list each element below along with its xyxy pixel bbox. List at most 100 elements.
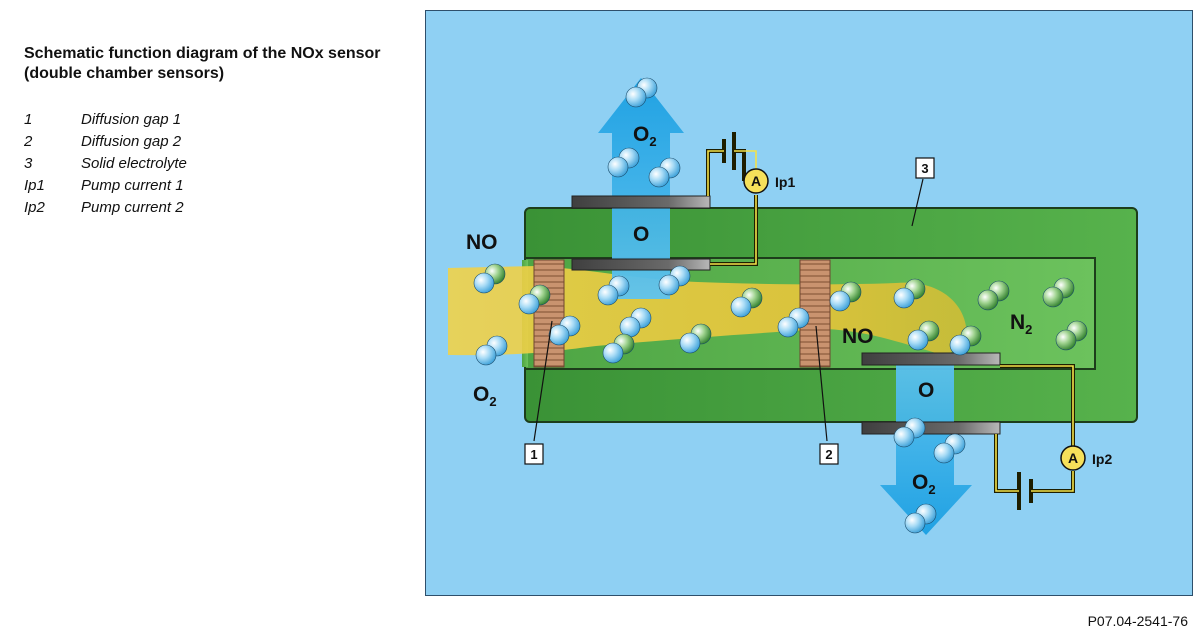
outer-pump-electrode-1 xyxy=(571,195,711,209)
legend-text: Pump current 1 xyxy=(81,177,184,194)
callout-1: 1 xyxy=(530,447,537,462)
o2-top-label: O2 xyxy=(633,123,657,149)
atom xyxy=(904,512,926,534)
callout-1-leader xyxy=(533,320,553,442)
oxygen-molecule xyxy=(893,417,926,448)
pump-circuit-1-yellow xyxy=(707,150,757,265)
legend-item: 1 Diffusion gap 1 xyxy=(24,111,187,133)
atom xyxy=(829,290,851,312)
atom xyxy=(648,166,670,188)
legend-key: 2 xyxy=(24,133,33,150)
atom xyxy=(475,344,497,366)
atom xyxy=(548,324,570,346)
nitrogen-molecule xyxy=(1042,277,1075,308)
callout-3: 3 xyxy=(921,161,928,176)
callout-3-leader xyxy=(911,178,924,227)
oxygen-molecule xyxy=(777,307,810,338)
nitric-oxide-molecule xyxy=(473,263,506,294)
ammeter-ip2-symbol: A xyxy=(1068,450,1078,466)
atom xyxy=(777,316,799,338)
pump-circuit-2-yellow xyxy=(995,365,1074,492)
atom xyxy=(1042,286,1064,308)
ammeter-ip1-symbol: A xyxy=(751,173,761,189)
no-chamber-label: NO xyxy=(842,325,874,348)
legend-key: 1 xyxy=(24,111,33,128)
n2-label: N2 xyxy=(1010,311,1032,337)
gas-molecules xyxy=(473,77,1088,534)
oxygen-molecule xyxy=(475,335,508,366)
legend-item: Ip2 Pump current 2 xyxy=(24,199,187,221)
atom xyxy=(893,287,915,309)
atom xyxy=(730,296,752,318)
sensor-diagram-svg: A Ip1 A Ip2 NO O2 O2 O NO N2 O O2 xyxy=(448,77,1138,535)
ip1-label: Ip1 xyxy=(775,174,795,190)
atom xyxy=(907,329,929,351)
ammeter-ip2 xyxy=(1060,445,1086,471)
legend-key: Ip2 xyxy=(24,199,45,216)
atom xyxy=(893,426,915,448)
o-bottom-label: O xyxy=(918,379,934,402)
atom xyxy=(607,156,629,178)
reference-code: P07.04-2541-76 xyxy=(1087,613,1188,629)
oxygen-molecule xyxy=(597,275,630,306)
nitrogen-molecule xyxy=(1055,320,1088,351)
callout-3-box xyxy=(915,157,935,179)
nitric-oxide-molecule xyxy=(602,333,635,364)
atom xyxy=(597,284,619,306)
oxygen-molecule xyxy=(619,307,652,338)
diagram-title: Schematic function diagram of the NOx se… xyxy=(24,45,381,82)
oxygen-molecule xyxy=(607,147,640,178)
legend-item: Ip1 Pump current 1 xyxy=(24,177,187,199)
atom xyxy=(949,334,971,356)
nitric-oxide-molecule xyxy=(893,278,926,309)
legend-item: 2 Diffusion gap 2 xyxy=(24,133,187,155)
legend-text: Solid electrolyte xyxy=(81,155,187,172)
legend: 1 Diffusion gap 1 2 Diffusion gap 2 3 So… xyxy=(24,111,187,221)
nitric-oxide-molecule xyxy=(730,287,763,318)
exhaust-gas-flow xyxy=(448,266,967,356)
oxygen-molecule xyxy=(933,433,966,464)
atom xyxy=(473,272,495,294)
diffusion-gap-1 xyxy=(533,259,565,368)
atom xyxy=(679,332,701,354)
o2-bottom-label: O2 xyxy=(912,471,936,497)
oxygen-pump-arrow-down xyxy=(880,356,972,535)
legend-text: Diffusion gap 2 xyxy=(81,133,182,150)
atom xyxy=(518,293,540,315)
oxygen-molecule xyxy=(658,265,691,296)
atom xyxy=(625,86,647,108)
o-top-label: O xyxy=(633,223,649,246)
atom xyxy=(933,442,955,464)
callout-2-box xyxy=(819,443,839,465)
legend-key: 3 xyxy=(24,155,33,172)
atom xyxy=(977,289,999,311)
oxygen-pump-arrow-up xyxy=(598,78,684,299)
inner-pump-electrode-2 xyxy=(861,352,1001,366)
atom xyxy=(658,274,680,296)
outer-pump-electrode-2 xyxy=(861,421,1001,435)
nitrogen-molecule xyxy=(977,280,1010,311)
sensor-diagram: A Ip1 A Ip2 NO O2 O2 O NO N2 O O2 xyxy=(425,10,1193,596)
callout-1-box xyxy=(524,443,544,465)
legend-text: Pump current 2 xyxy=(81,199,184,216)
oxygen-molecule xyxy=(548,315,581,346)
ammeter-ip1 xyxy=(743,168,769,194)
atom xyxy=(602,342,624,364)
inner-pump-electrode-1 xyxy=(571,258,711,271)
nitric-oxide-molecule xyxy=(907,320,940,351)
oxygen-molecule xyxy=(625,77,658,108)
nitric-oxide-molecule xyxy=(949,325,982,356)
o2-inlet-label: O2 xyxy=(473,383,497,409)
nitric-oxide-molecule xyxy=(679,323,712,354)
legend-item: 3 Solid electrolyte xyxy=(24,155,187,177)
atom xyxy=(1055,329,1077,351)
nitric-oxide-molecule xyxy=(829,281,862,312)
oxygen-molecule xyxy=(648,157,681,188)
no-inlet-label: NO xyxy=(466,231,498,254)
legend-key: Ip1 xyxy=(24,177,45,194)
callout-2-leader xyxy=(815,325,828,442)
oxygen-molecule xyxy=(904,503,937,534)
legend-text: Diffusion gap 1 xyxy=(81,111,182,128)
nitric-oxide-molecule xyxy=(518,284,551,315)
callout-2: 2 xyxy=(825,447,832,462)
